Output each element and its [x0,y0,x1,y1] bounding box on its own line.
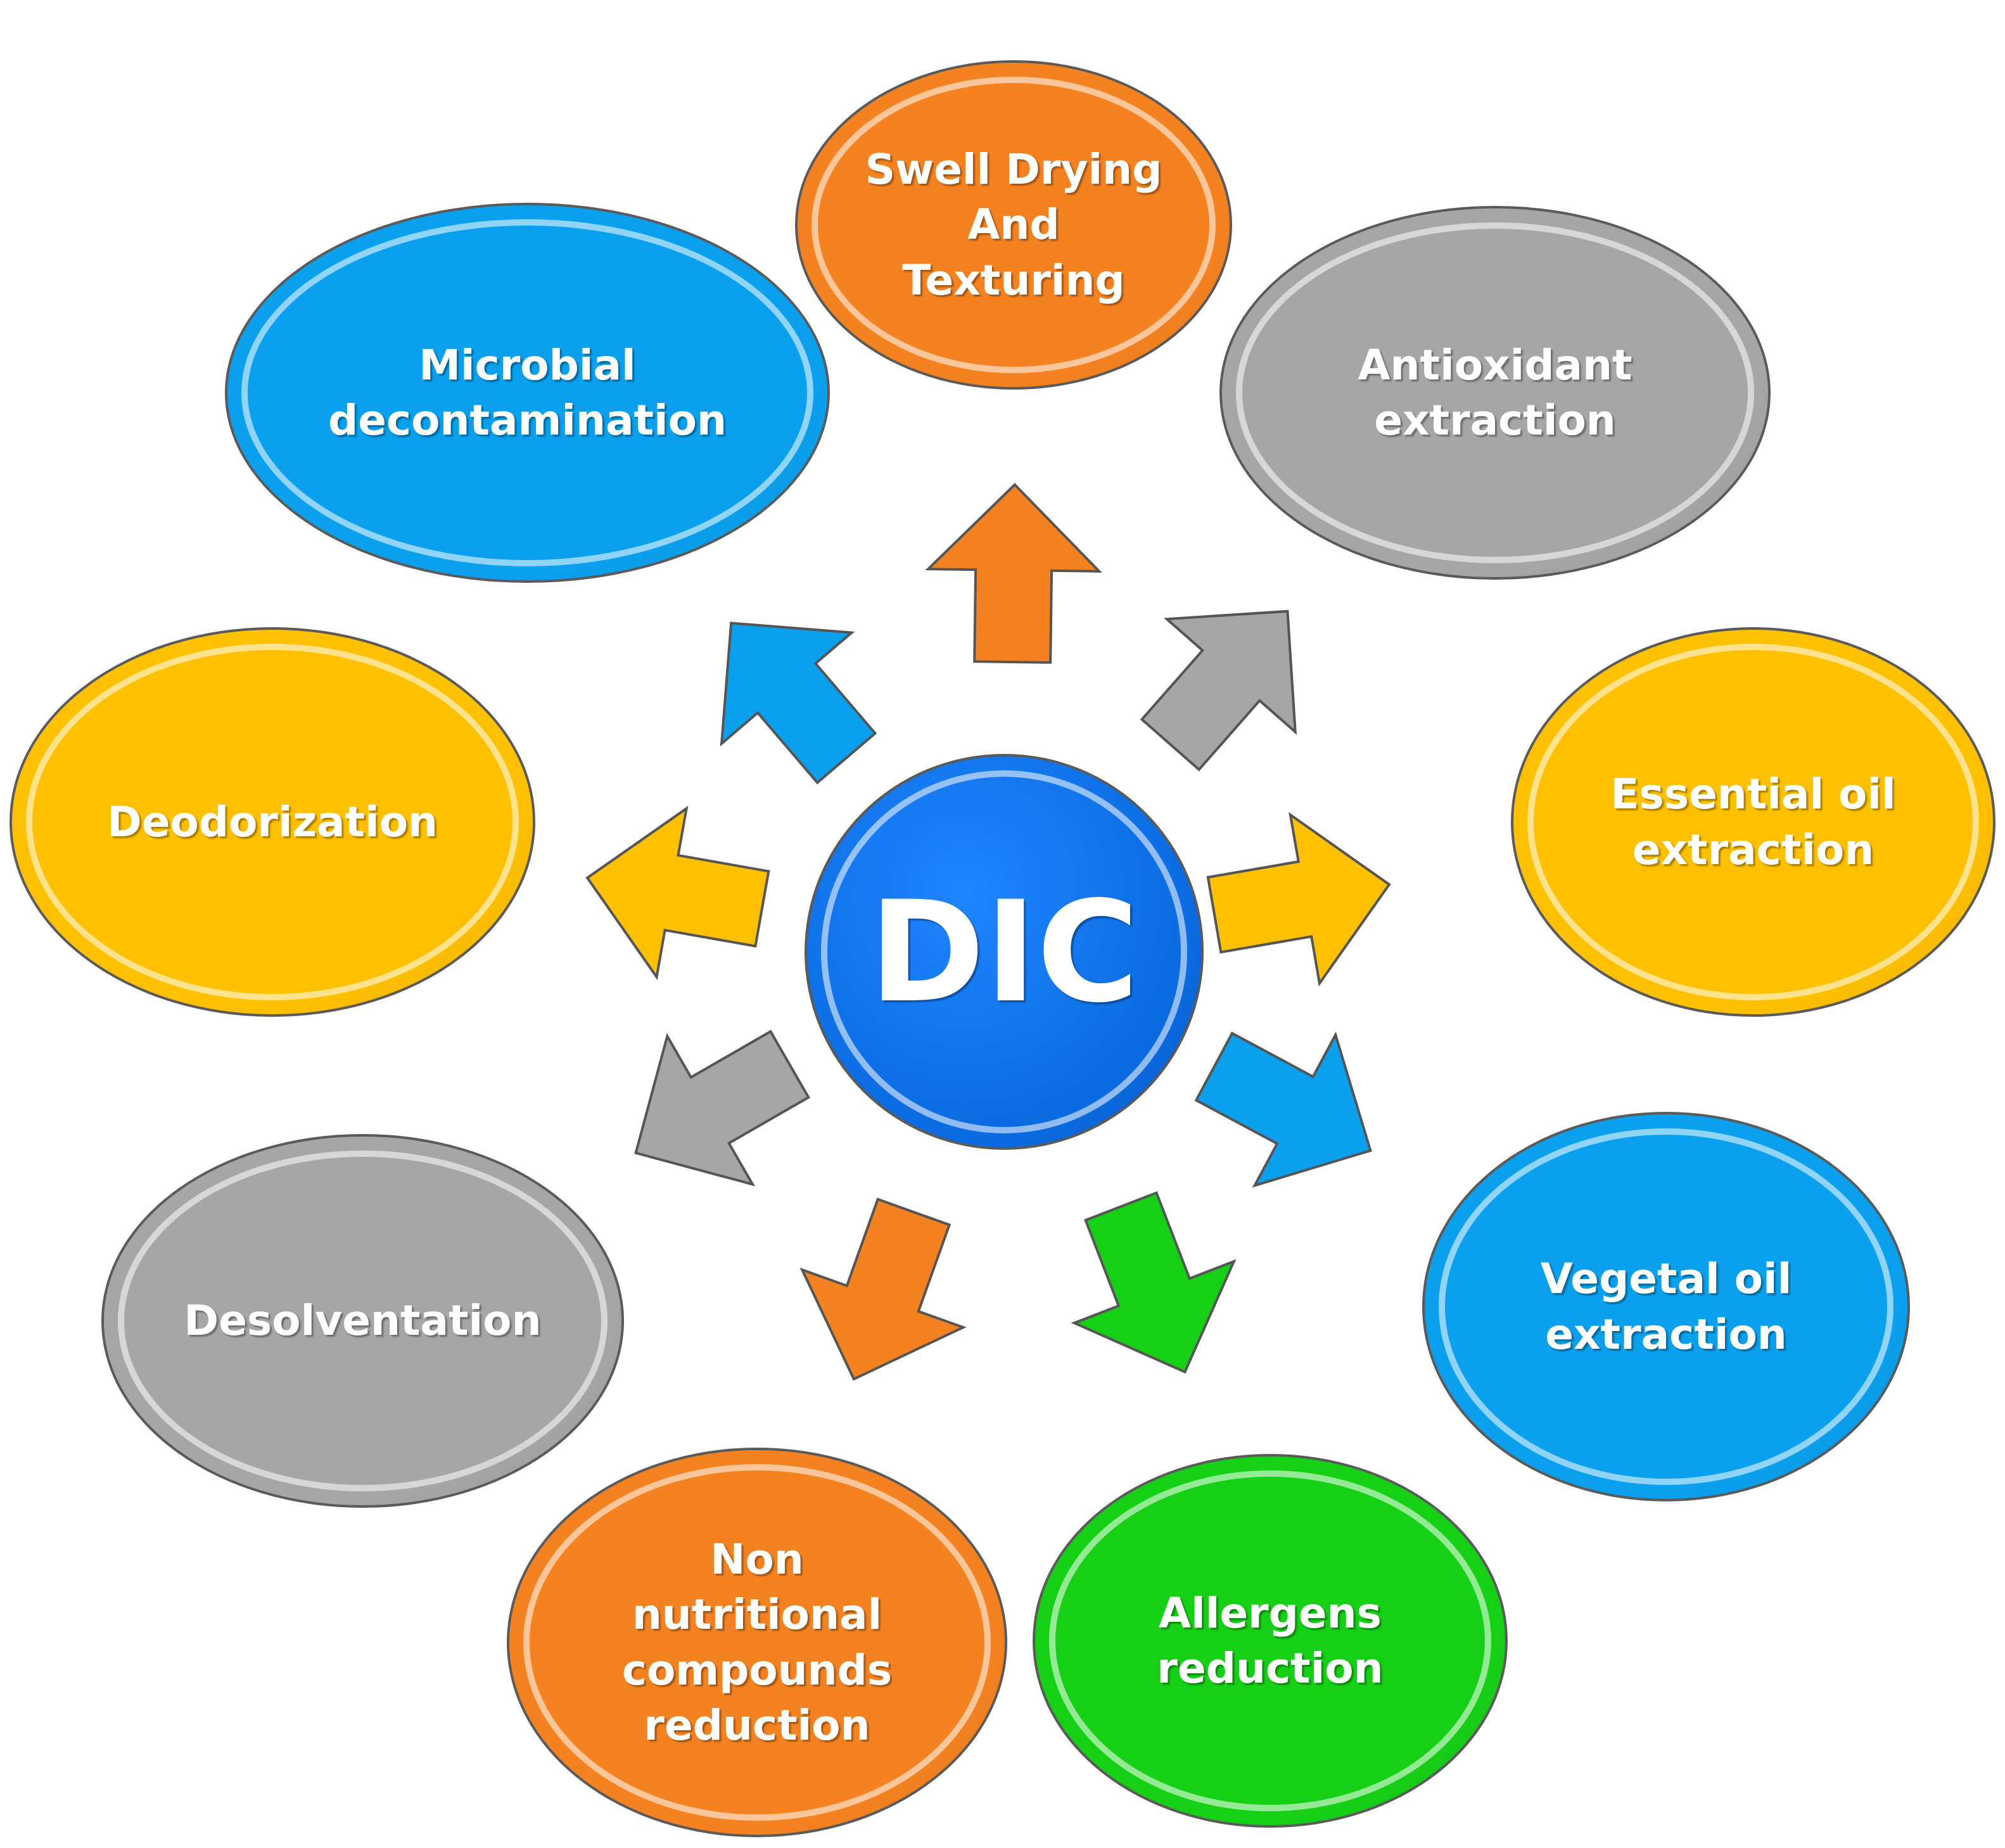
node-label: Non nutritional compounds reduction [621,1535,893,1750]
node-allergens-reduction: Allergens reduction [1033,1454,1508,1828]
node-antioxidant-extraction: Antioxidant extraction [1219,206,1771,580]
node-essential-oil-extraction: Essential oil extraction [1511,627,1995,1017]
node-swell-drying: Swell Drying And Texturing [795,60,1232,390]
arrow-to-microbial-decontamination [652,554,924,827]
center-label: DIC [869,870,1139,1033]
arrow-to-allergens-reduction [1029,1163,1277,1415]
arrow-to-essential-oil-extraction [1189,789,1415,1010]
node-label: Antioxidant extraction [1358,340,1633,445]
node-label: Microbial decontamination [328,340,727,445]
node-label: Allergens reduction [1157,1588,1384,1693]
node-desolventation: Desolventation [101,1134,624,1508]
node-non-nutritional-reduction: Non nutritional compounds reduction [507,1448,1007,1837]
node-label: Vegetal oil extraction [1540,1254,1792,1359]
center-node-dic: DIC [805,754,1204,1150]
node-label: Desolventation [184,1296,542,1346]
arrow-to-antioxidant-extraction [1093,542,1365,815]
arrow-to-swell-drying [917,474,1110,673]
arrow-to-deodorization [561,782,788,1004]
node-label: Swell Drying And Texturing [865,145,1162,305]
node-label: Essential oil extraction [1610,770,1896,874]
arrow-to-vegetal-oil-extraction [1161,979,1424,1239]
node-label: Deodorization [106,797,438,846]
node-microbial-decontamination: Microbial decontamination [225,203,830,583]
arrow-to-non-nutritional-reduction [761,1171,1007,1420]
node-vegetal-oil-extraction: Vegetal oil extraction [1422,1112,1910,1501]
node-deodorization: Deodorization [10,627,535,1017]
arrow-to-desolventation [580,978,845,1240]
